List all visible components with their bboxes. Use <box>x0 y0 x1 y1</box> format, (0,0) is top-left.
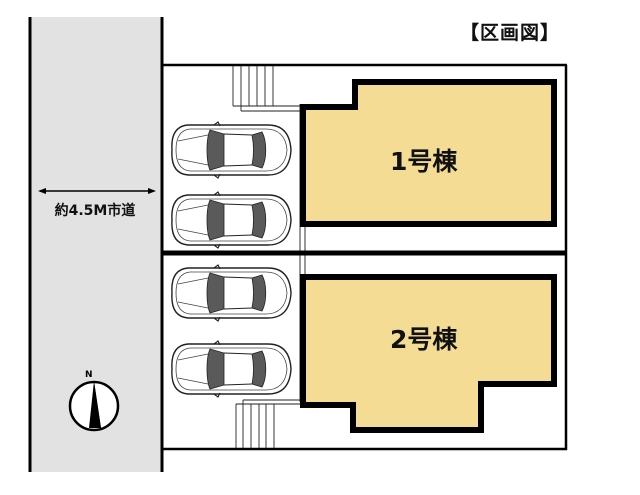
north-label: N <box>85 370 93 380</box>
car-1 <box>171 121 292 179</box>
road-width-arrow <box>38 188 156 194</box>
north-compass-icon <box>68 380 120 432</box>
entrance-steps-2 <box>235 399 302 448</box>
building-1 <box>300 79 557 227</box>
car-3 <box>171 264 292 322</box>
car-2 <box>171 191 292 249</box>
entrance-steps-1 <box>232 66 302 112</box>
building-1-label: 1号棟 <box>390 147 458 176</box>
building-2-label: 2号棟 <box>390 325 458 354</box>
page-title: 【区画図】 <box>460 22 561 44</box>
car-4 <box>171 340 292 398</box>
building-2 <box>300 274 557 433</box>
road-width-label: 約4.5M市道 <box>54 203 136 219</box>
